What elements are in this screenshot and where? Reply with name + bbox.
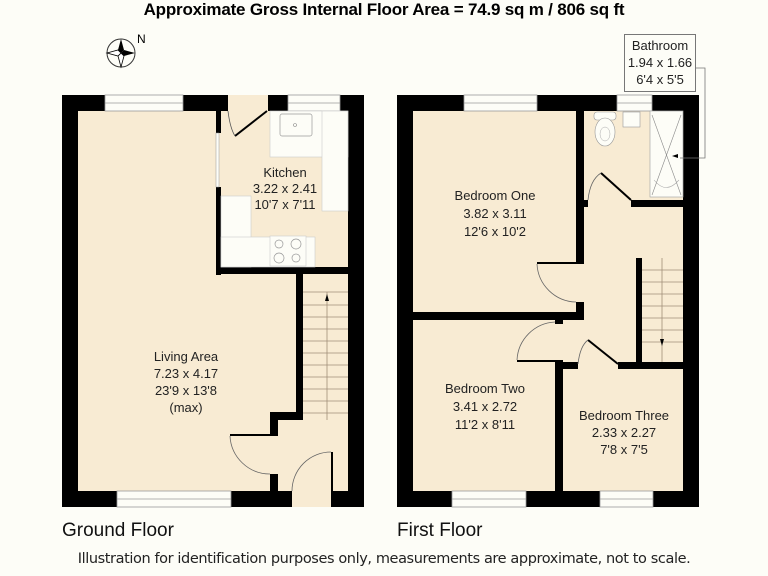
first-floor-label: First Floor (397, 520, 483, 541)
ground-floor-label: Ground Floor (62, 520, 174, 541)
basin-icon (622, 111, 641, 128)
ground-floor-plan (62, 94, 364, 508)
living-area-label: Living Area 7.23 x 4.17 23'9 x 13'8 (max… (140, 348, 232, 416)
room-imperial: 23'9 x 13'8 (154, 383, 218, 398)
bedroom-one-label: Bedroom One 3.82 x 3.11 12'6 x 10'2 (440, 187, 550, 241)
kitchen-sink-icon (279, 113, 313, 137)
room-name: Bedroom Three (578, 408, 670, 423)
room-metric: 1.94 x 1.66 (627, 55, 693, 70)
room-imperial: 12'6 x 10'2 (463, 224, 527, 239)
bathroom-label: Bathroom 1.94 x 1.66 6'4 x 5'5 (624, 34, 696, 92)
north-label: N (137, 33, 146, 46)
stair-up-arrow-icon (325, 294, 329, 301)
room-metric: 2.33 x 2.27 (591, 425, 657, 440)
room-metric: 3.82 x 3.11 (463, 206, 527, 221)
bedroom-three-label: Bedroom Three 2.33 x 2.27 7'8 x 7'5 (565, 407, 683, 458)
stair-down-arrow-icon (660, 339, 664, 346)
room-metric: 3.41 x 2.72 (452, 399, 518, 414)
floor-area-title: Approximate Gross Internal Floor Area = … (143, 0, 625, 19)
room-imperial: 7'8 x 7'5 (600, 442, 648, 457)
room-name: Bathroom (631, 38, 689, 53)
room-imperial: 11'2 x 8'11 (454, 417, 516, 432)
first-stairs (642, 258, 683, 366)
room-imperial: 6'4 x 5'5 (636, 72, 684, 87)
room-imperial: 10'7 x 7'11 (254, 197, 316, 212)
room-metric: 3.22 x 2.41 (252, 181, 318, 196)
room-note: (max) (169, 400, 203, 415)
room-name: Living Area (153, 349, 219, 364)
toilet-icon (593, 111, 617, 147)
room-name: Kitchen (263, 165, 307, 180)
first-floor-plan (397, 67, 706, 508)
disclaimer: Illustration for identification purposes… (77, 551, 691, 567)
room-name: Bedroom Two (445, 381, 525, 396)
room-metric: 7.23 x 4.17 (153, 366, 219, 381)
ground-stairs (303, 291, 348, 420)
kitchen-label: Kitchen 3.22 x 2.41 10'7 x 7'11 (240, 165, 330, 213)
bath-icon (649, 110, 684, 198)
bedroom-two-label: Bedroom Two 3.41 x 2.72 11'2 x 8'11 (430, 380, 540, 434)
room-name: Bedroom One (454, 188, 536, 203)
kitchen-hob-icon (269, 235, 307, 267)
compass-rose-icon: N (103, 32, 153, 78)
